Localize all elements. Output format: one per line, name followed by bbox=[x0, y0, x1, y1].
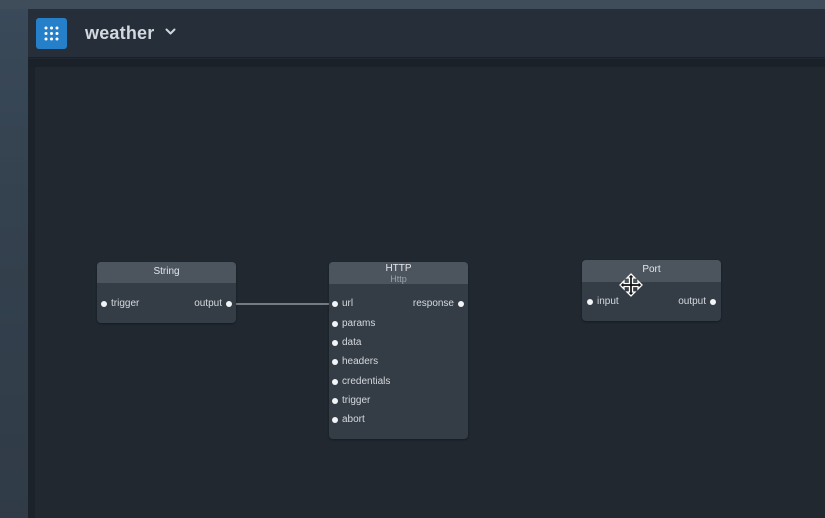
node-title: Port bbox=[642, 264, 661, 275]
input-port-input[interactable]: input bbox=[587, 296, 619, 308]
port-label: credentials bbox=[342, 376, 391, 387]
port-label: data bbox=[342, 337, 362, 348]
port-dot[interactable] bbox=[332, 398, 338, 404]
canvas-gutter bbox=[28, 67, 35, 518]
input-port-abort[interactable]: abort bbox=[332, 414, 365, 426]
move-cursor-icon bbox=[619, 273, 643, 297]
output-port-response[interactable]: response bbox=[412, 298, 464, 310]
input-port-data[interactable]: data bbox=[332, 337, 362, 349]
input-port-url[interactable]: url bbox=[332, 298, 354, 310]
port-dot[interactable] bbox=[226, 301, 232, 307]
node-header[interactable]: Port bbox=[582, 260, 721, 282]
port-label: response bbox=[412, 298, 454, 309]
app-menu-button[interactable] bbox=[36, 18, 67, 49]
port-label: abort bbox=[342, 414, 365, 425]
node-string[interactable]: String trigger output bbox=[97, 262, 236, 323]
port-label: params bbox=[342, 318, 376, 329]
port-label: output bbox=[678, 296, 706, 307]
node-http[interactable]: HTTP Http url params data headers creden… bbox=[329, 262, 468, 439]
background-top-edge bbox=[0, 0, 825, 9]
node-port[interactable]: Port input output bbox=[582, 260, 721, 321]
input-port-params[interactable]: params bbox=[332, 318, 376, 330]
node-header[interactable]: String bbox=[97, 262, 236, 283]
port-dot[interactable] bbox=[332, 359, 338, 365]
port-dot[interactable] bbox=[710, 299, 716, 305]
port-label: input bbox=[597, 296, 619, 307]
node-title: String bbox=[153, 266, 180, 277]
port-label: output bbox=[194, 298, 222, 309]
port-label: trigger bbox=[342, 395, 371, 406]
port-label: trigger bbox=[111, 298, 140, 309]
chevron-down-icon[interactable] bbox=[165, 28, 176, 36]
input-port-headers[interactable]: headers bbox=[332, 356, 379, 368]
port-dot[interactable] bbox=[332, 379, 338, 385]
node-subtitle: Http bbox=[390, 274, 407, 284]
input-port-trigger[interactable]: trigger bbox=[101, 298, 140, 310]
port-dot[interactable] bbox=[332, 417, 338, 423]
toolbar-strip bbox=[28, 59, 825, 67]
output-port-output[interactable]: output bbox=[194, 298, 232, 310]
port-label: url bbox=[342, 298, 354, 309]
node-header[interactable]: HTTP Http bbox=[329, 262, 468, 284]
port-label: headers bbox=[342, 356, 379, 367]
node-title: HTTP bbox=[385, 263, 412, 274]
port-dot[interactable] bbox=[332, 301, 338, 307]
port-dot[interactable] bbox=[332, 321, 338, 327]
app-header: weather bbox=[28, 9, 825, 58]
input-port-credentials[interactable]: credentials bbox=[332, 376, 391, 388]
port-dot[interactable] bbox=[587, 299, 593, 305]
port-dot[interactable] bbox=[101, 301, 107, 307]
input-port-trigger[interactable]: trigger bbox=[332, 395, 371, 407]
port-dot[interactable] bbox=[458, 301, 464, 307]
port-dot[interactable] bbox=[332, 340, 338, 346]
background-panel bbox=[0, 0, 28, 518]
output-port-output[interactable]: output bbox=[678, 296, 716, 308]
project-title[interactable]: weather bbox=[85, 23, 155, 43]
grid-icon bbox=[44, 26, 59, 41]
